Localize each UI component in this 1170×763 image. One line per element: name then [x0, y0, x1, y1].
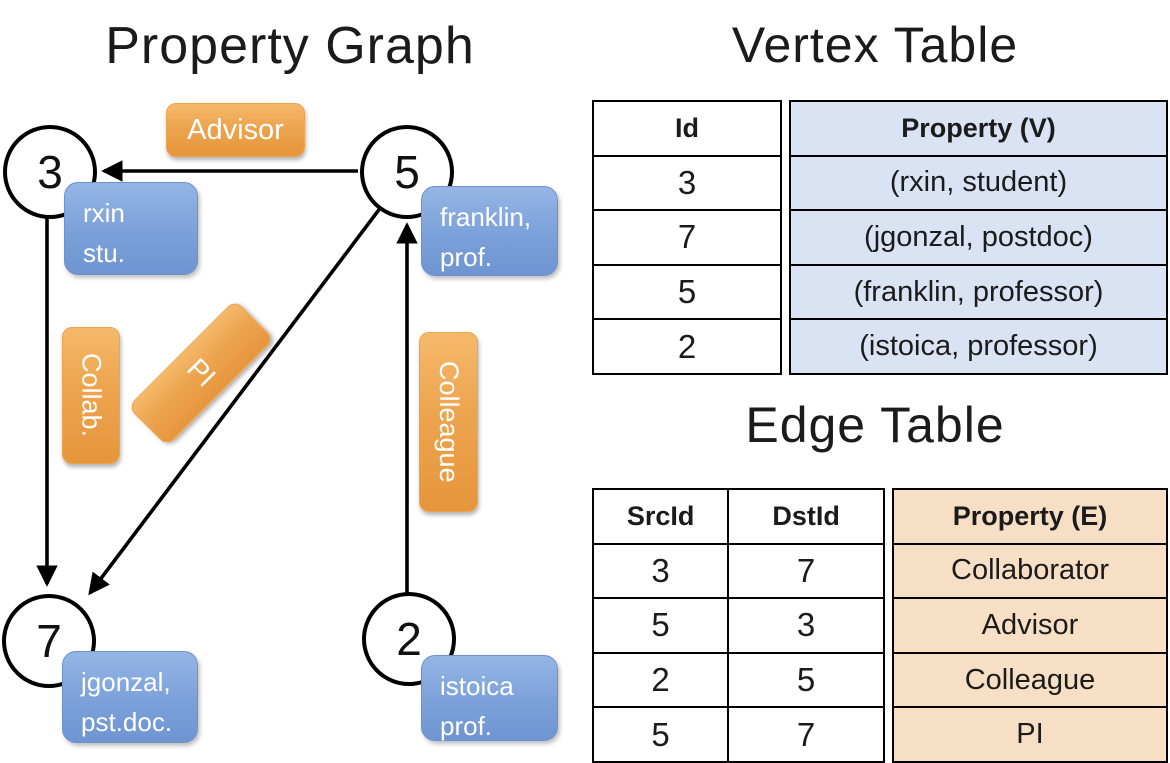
table-cell: 5	[594, 706, 728, 761]
property-line: prof.	[440, 711, 493, 742]
table-cell: (jgonzal, postdoc)	[791, 209, 1166, 264]
edge-table-title: Edge Table	[745, 397, 1005, 453]
property-line: prof.	[440, 242, 493, 273]
table-cell: 7	[727, 542, 883, 598]
vertex-table-id-column: Id 3 7 5 2	[592, 100, 782, 375]
table-cell: 3	[594, 154, 780, 210]
table-cell: 7	[727, 706, 883, 761]
edge-table-property-column: Property (E) Collaborator Advisor Collea…	[892, 488, 1168, 763]
property-line: istoica	[440, 671, 514, 701]
column-header-property-e: Property (E)	[952, 500, 1108, 531]
edge-label-colleague: Colleague	[419, 332, 478, 512]
table-column-gap	[782, 100, 789, 375]
vertex-circle-5: 5	[360, 125, 454, 219]
vertex-property-box-3: rxin stu.	[64, 182, 198, 275]
table-cell: (istoica, professor)	[791, 318, 1166, 373]
edge-label-text: PI	[181, 352, 222, 393]
property-graph-title: Property Graph	[105, 17, 475, 75]
table-column-gap	[885, 488, 892, 763]
table-cell: (franklin, professor)	[791, 263, 1166, 319]
table-cell: 5	[594, 597, 728, 652]
table-cell: 2	[594, 318, 780, 373]
property-line: pst.doc.	[81, 707, 173, 738]
column-header-id: Id	[675, 112, 699, 143]
edge-table: SrcId DstId 3 7 5 3 2 5 5 7 Property (E)…	[592, 488, 1168, 763]
graph-edges-layer	[36, 160, 418, 596]
vertex-circle-2: 2	[362, 592, 456, 686]
table-cell: 3	[727, 597, 883, 652]
table-cell: Advisor	[894, 597, 1166, 652]
vertex-id: 3	[37, 146, 63, 198]
edge-5-to-7	[88, 205, 383, 596]
table-cell: 3	[594, 542, 728, 598]
property-line: rxin	[83, 198, 125, 228]
property-line: jgonzal,	[81, 667, 171, 697]
table-cell: 2	[594, 651, 728, 707]
vertex-table-title: Vertex Table	[731, 17, 1019, 73]
table-cell: 5	[594, 263, 780, 319]
vertex-id: 7	[36, 615, 62, 667]
edge-label-advisor: Advisor	[166, 103, 305, 157]
edge-table-ids-columns: SrcId DstId 3 7 5 3 2 5 5 7	[592, 488, 885, 763]
column-header-dstid: DstId	[727, 490, 883, 543]
table-cell: 5	[727, 651, 883, 707]
property-line: stu.	[83, 238, 125, 269]
vertex-table: Id 3 7 5 2 Property (V) (rxin, student) …	[592, 100, 1168, 375]
table-cell: PI	[894, 706, 1166, 761]
edge-label-text: Collab.	[76, 353, 107, 438]
table-cell: 7	[594, 209, 780, 264]
vertex-property-box-7: jgonzal, pst.doc.	[62, 651, 198, 743]
property-line: franklin,	[440, 202, 532, 232]
vertex-table-property-column: Property (V) (rxin, student) (jgonzal, p…	[789, 100, 1168, 375]
table-cell: Collaborator	[894, 542, 1166, 598]
column-header-srcid: SrcId	[626, 500, 695, 531]
table-cell: (rxin, student)	[791, 154, 1166, 210]
edge-label-text: Advisor	[187, 113, 284, 146]
edge-label-text: Colleague	[434, 361, 464, 483]
table-cell: Colleague	[894, 651, 1166, 707]
edge-label-collab: Collab.	[62, 327, 120, 464]
vertex-property-box-2: istoica prof.	[421, 655, 558, 741]
vertex-id: 5	[394, 146, 420, 198]
vertex-property-box-5: franklin, prof.	[421, 186, 558, 276]
column-header-property-v: Property (V)	[901, 112, 1056, 143]
vertex-id: 2	[396, 613, 422, 665]
